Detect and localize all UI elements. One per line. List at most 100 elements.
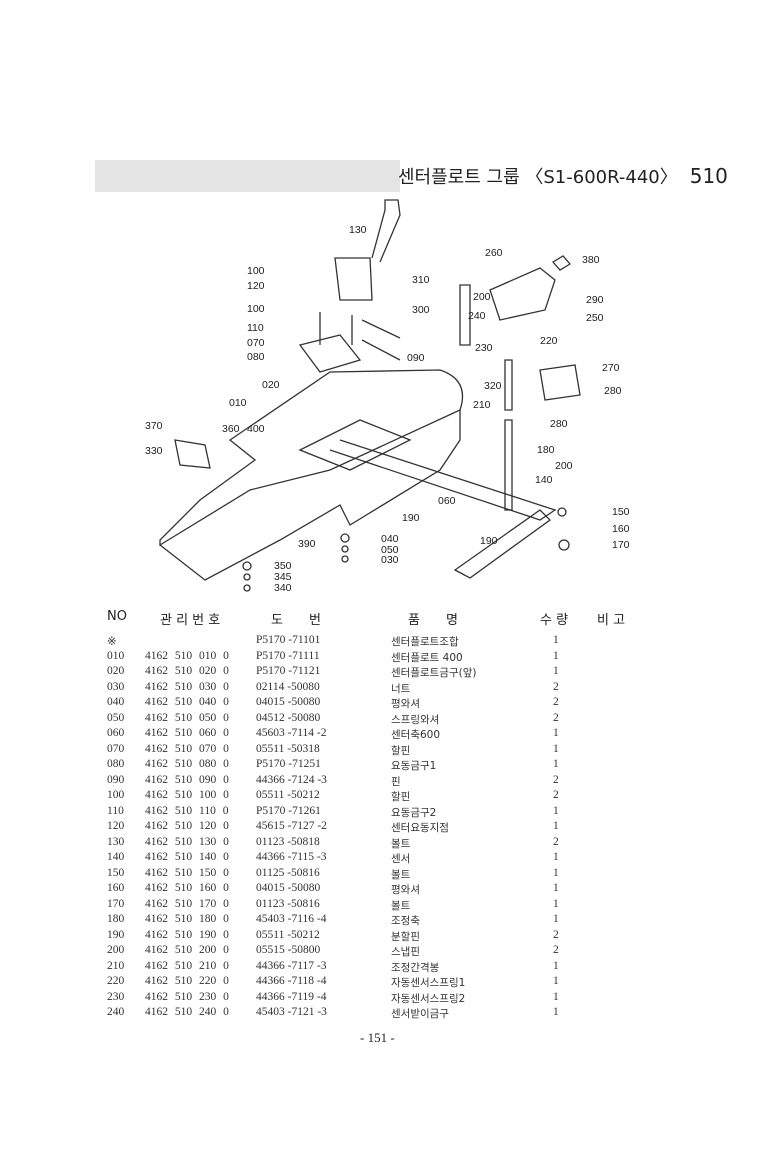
callout-100: 100 <box>247 303 265 315</box>
cell-mgmt: 4162 510 040 0 <box>145 696 229 708</box>
cell-qty: 1 <box>553 804 559 817</box>
cell-qty: 1 <box>553 882 559 894</box>
callout-360: 360 <box>222 423 240 435</box>
cell-drawing: 02114 -50080 <box>256 680 320 693</box>
cell-name: 요동금구1 <box>391 760 437 772</box>
callout-345: 345 <box>274 571 292 583</box>
col-header-drawing: 도 번 <box>271 613 321 628</box>
cell-no: 210 <box>107 959 125 972</box>
cell-qty: 1 <box>553 665 559 677</box>
cell-qty: 1 <box>553 959 559 972</box>
callout-230: 230 <box>475 342 493 354</box>
callout-380: 380 <box>582 254 600 266</box>
callout-140: 140 <box>535 474 553 486</box>
callout-330: 330 <box>145 445 163 457</box>
callout-310: 310 <box>412 274 430 286</box>
col-header-note: 비 고 <box>597 613 626 628</box>
callout-130: 130 <box>349 224 367 236</box>
cell-qty: 1 <box>553 758 559 770</box>
callout-280: 280 <box>604 385 622 397</box>
float-inner <box>298 419 412 471</box>
cell-no: 010 <box>107 649 125 662</box>
cell-drawing: 04512 -50080 <box>256 711 321 724</box>
callout-040: 040 <box>381 533 399 545</box>
callout-400: 400 <box>247 423 265 435</box>
cell-qty: 2 <box>553 928 559 941</box>
cell-no: 040 <box>107 696 125 708</box>
cell-name: 센터플로트 400 <box>391 651 463 664</box>
callout-300: 300 <box>412 304 430 316</box>
cell-mgmt: 4162 510 200 0 <box>145 944 229 956</box>
cell-mgmt: 4162 510 080 0 <box>145 758 229 770</box>
cell-no: 130 <box>107 835 125 848</box>
callout-350: 350 <box>274 560 292 572</box>
page-title: 센터플로트 그룹 〈S1-600R-440〉510 <box>398 163 728 189</box>
cell-drawing: 45603 -7114 -2 <box>256 727 327 739</box>
swing-bracket <box>334 199 401 301</box>
cell-name: 볼트 <box>391 899 411 912</box>
cell-name: 센터요동지점 <box>391 822 449 834</box>
cell-qty: 2 <box>553 835 559 848</box>
callout-280: 280 <box>550 418 568 430</box>
cell-name: 센터플로트조합 <box>391 636 459 648</box>
cell-no: ※ <box>107 636 117 648</box>
cell-drawing: 44366 -7124 -3 <box>256 773 327 786</box>
cell-mgmt: 4162 510 010 0 <box>145 649 229 662</box>
cell-mgmt: 4162 510 220 0 <box>145 975 229 987</box>
cell-drawing: 45403 -7121 -3 <box>256 1006 327 1018</box>
cell-qty: 1 <box>553 649 559 662</box>
cell-mgmt: 4162 510 240 0 <box>145 1006 229 1018</box>
cell-mgmt: 4162 510 190 0 <box>145 928 229 941</box>
cell-no: 070 <box>107 742 125 755</box>
cell-drawing: P5170 -71121 <box>256 665 321 677</box>
pins <box>361 319 401 361</box>
callout-090: 090 <box>407 352 425 364</box>
callout-080: 080 <box>247 351 265 363</box>
float-front <box>159 410 461 581</box>
cell-qty: 2 <box>553 773 559 786</box>
cell-mgmt: 4162 510 100 0 <box>145 789 229 801</box>
adjust-rod <box>504 359 513 511</box>
callout-020: 020 <box>262 379 280 391</box>
cell-drawing: 44366 -7119 -4 <box>256 990 327 1003</box>
cell-mgmt: 4162 510 230 0 <box>145 990 229 1003</box>
cell-drawing: 05511 -50212 <box>256 928 320 941</box>
cell-name: 요동금구2 <box>391 806 437 819</box>
cell-no: 140 <box>107 851 125 863</box>
callout-070: 070 <box>247 337 265 349</box>
cell-no: 080 <box>107 758 125 770</box>
cell-mgmt: 4162 510 110 0 <box>145 804 229 817</box>
sensor-bracket <box>489 267 556 321</box>
callout-060: 060 <box>438 495 456 507</box>
cell-qty: 2 <box>553 944 559 956</box>
cell-no: 230 <box>107 990 125 1003</box>
cell-name: 센서 <box>391 853 411 865</box>
callout-150: 150 <box>612 506 630 518</box>
callout-180: 180 <box>537 444 555 456</box>
cell-mgmt: 4162 510 060 0 <box>145 727 229 739</box>
callout-250: 250 <box>586 312 604 324</box>
cell-name: 할핀 <box>391 744 411 757</box>
page-number: - 151 - <box>360 1030 395 1045</box>
sensor-holder <box>539 364 581 401</box>
callout-270: 270 <box>602 362 620 374</box>
cell-drawing: 01123 -50818 <box>256 835 320 848</box>
callout-190: 190 <box>402 512 420 524</box>
cell-name: 조정간격봉 <box>391 961 440 974</box>
cell-name: 스냅핀 <box>391 946 420 958</box>
cell-qty: 1 <box>553 913 559 925</box>
swing-fitting <box>298 312 362 373</box>
cell-no: 050 <box>107 711 125 724</box>
callout-220: 220 <box>540 335 558 347</box>
callout-390: 390 <box>298 538 316 550</box>
cell-drawing: 44366 -7118 -4 <box>256 975 327 987</box>
callout-100: 100 <box>247 265 265 277</box>
